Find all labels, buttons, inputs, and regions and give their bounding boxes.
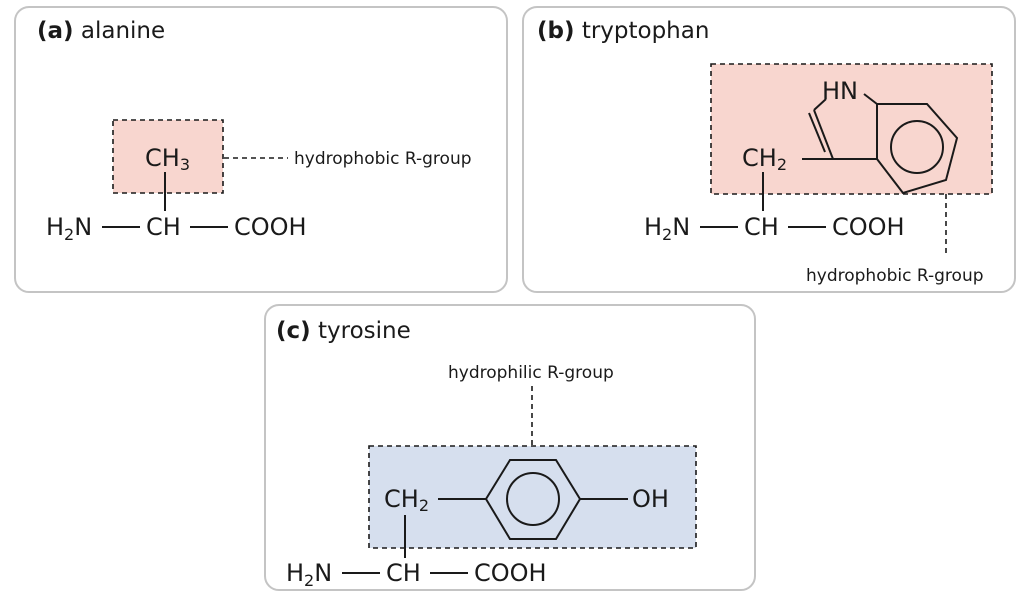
tyrosine-r-group-label: hydrophilic R-group [448, 363, 614, 383]
tryptophan-carboxyl: COOH [832, 213, 905, 241]
alanine-alpha-carbon: CH [146, 213, 181, 241]
tryptophan-ring-bond-n2 [863, 93, 878, 105]
tryptophan-r-group-box [710, 63, 993, 195]
panel-tryptophan-title: (b) tryptophan [537, 18, 709, 44]
alanine-carboxyl: COOH [234, 213, 307, 241]
tyrosine-amine: H2N [286, 559, 332, 590]
tyrosine-alpha-carbon: CH [386, 559, 421, 587]
tryptophan-ch2: CH2 [742, 144, 787, 174]
panel-alanine: (a) alanine CH3 hydrophobic R-group H2N … [14, 6, 508, 293]
panel-tyrosine-title: (c) tyrosine [276, 318, 411, 344]
panel-alanine-frame [14, 6, 508, 293]
tryptophan-ring-bond-c2 [813, 109, 834, 160]
tyrosine-oh: OH [632, 485, 669, 513]
tyrosine-r-group-box [368, 445, 697, 549]
tryptophan-ring-bond-n1 [813, 98, 827, 111]
tryptophan-alpha-carbon: CH [744, 213, 779, 241]
tryptophan-nh: HN [822, 77, 858, 105]
panel-alanine-title: (a) alanine [37, 18, 165, 44]
panel-tryptophan: (b) tryptophan HN CH2 hydrophobic R-grou… [522, 6, 1016, 293]
alanine-r-group-label: hydrophobic R-group [294, 149, 472, 169]
tyrosine-ch2: CH2 [384, 485, 429, 515]
tryptophan-benzene-circle [890, 120, 944, 174]
tryptophan-r-group-label: hydrophobic R-group [806, 266, 984, 286]
panel-tyrosine: (c) tyrosine hydrophilic R-group OH CH2 … [264, 304, 756, 591]
alanine-r-group: CH3 [145, 144, 190, 174]
tryptophan-amine: H2N [644, 213, 690, 244]
tyrosine-benzene-circle [506, 472, 560, 526]
alanine-r-group-box [112, 119, 224, 194]
alanine-amine: H2N [46, 213, 92, 244]
tyrosine-carboxyl: COOH [474, 559, 547, 587]
tryptophan-double-bond [808, 112, 826, 153]
